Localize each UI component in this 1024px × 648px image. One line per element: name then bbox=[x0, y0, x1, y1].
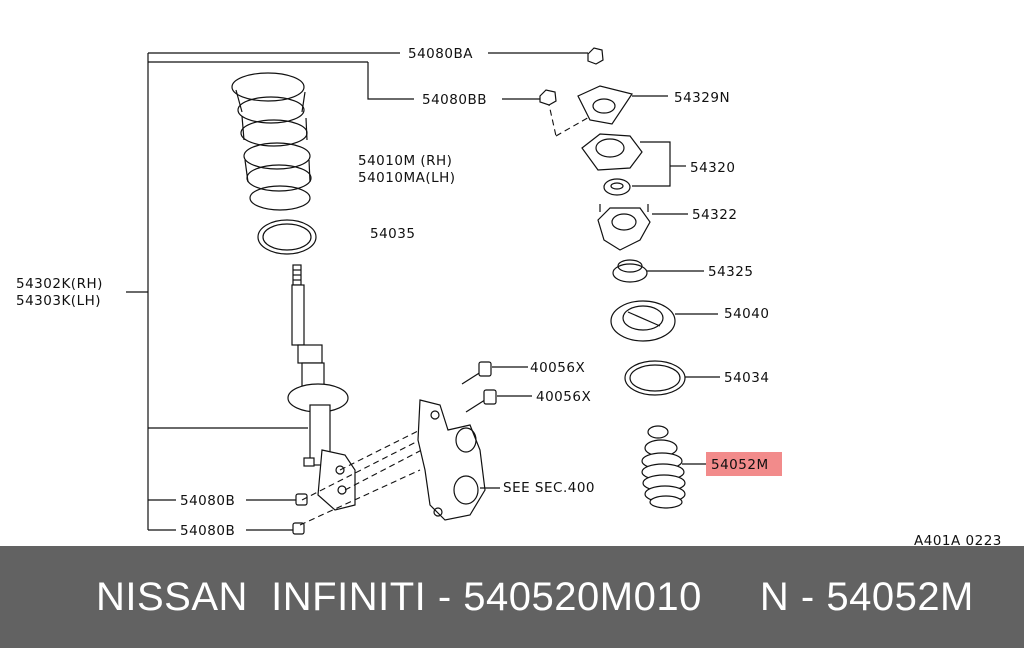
label-54080bb: 54080BB bbox=[422, 92, 487, 108]
bolts-40056x bbox=[461, 361, 532, 413]
label-54080b-1: 54080B bbox=[180, 493, 235, 509]
label-54302k: 54302K(RH) bbox=[16, 276, 103, 292]
strut bbox=[287, 264, 356, 511]
footer-part-number: NISSAN INFINITI - 540520M010 N - 54052M bbox=[96, 574, 974, 619]
coil-spring bbox=[231, 72, 312, 211]
label-54034: 54034 bbox=[724, 370, 769, 386]
label-54040: 54040 bbox=[724, 306, 769, 322]
label-54010m: 54010M (RH) bbox=[358, 153, 452, 169]
mount-54322 bbox=[597, 204, 688, 251]
label-54035: 54035 bbox=[370, 226, 415, 242]
lower-nuts bbox=[246, 493, 308, 535]
label-54322: 54322 bbox=[692, 207, 737, 223]
part-labels: 54080BA 54080BB 54329N 54320 54010M (RH)… bbox=[16, 46, 1002, 546]
assembly-dashes bbox=[299, 99, 599, 526]
label-54010ma: 54010MA(LH) bbox=[358, 170, 456, 186]
highlight-box bbox=[706, 452, 782, 476]
label-54080ba: 54080BA bbox=[408, 46, 473, 62]
seat-54040 bbox=[610, 300, 718, 342]
spring-seat bbox=[257, 219, 317, 255]
bump-stopper-54052m bbox=[641, 425, 708, 509]
footer-bar: NISSAN INFINITI - 540520M010 N - 54052M bbox=[0, 546, 1024, 648]
insulator-54034 bbox=[624, 360, 720, 396]
bearing-54325 bbox=[612, 259, 704, 283]
label-40056x-2: 40056X bbox=[536, 389, 591, 405]
label-54320: 54320 bbox=[690, 160, 735, 176]
nut-54080bb bbox=[502, 89, 557, 106]
label-40056x-1: 40056X bbox=[530, 360, 585, 376]
parts-diagram: 54080BA 54080BB 54329N 54320 54010M (RH)… bbox=[16, 46, 1002, 546]
mount-54320 bbox=[581, 133, 686, 196]
label-ref-code: A401A 0223 bbox=[914, 533, 1002, 546]
label-54080b-2: 54080B bbox=[180, 523, 235, 539]
assembly-bracket bbox=[126, 52, 414, 531]
label-see-sec: SEE SEC.400 bbox=[503, 480, 595, 496]
label-54325: 54325 bbox=[708, 264, 753, 280]
label-54052m: 54052M bbox=[711, 457, 769, 473]
nut-54080ba bbox=[488, 47, 604, 65]
plate-54329n bbox=[577, 85, 668, 125]
label-54329n: 54329N bbox=[674, 90, 730, 106]
steering-knuckle bbox=[417, 399, 500, 521]
label-54303k: 54303K(LH) bbox=[16, 293, 101, 309]
